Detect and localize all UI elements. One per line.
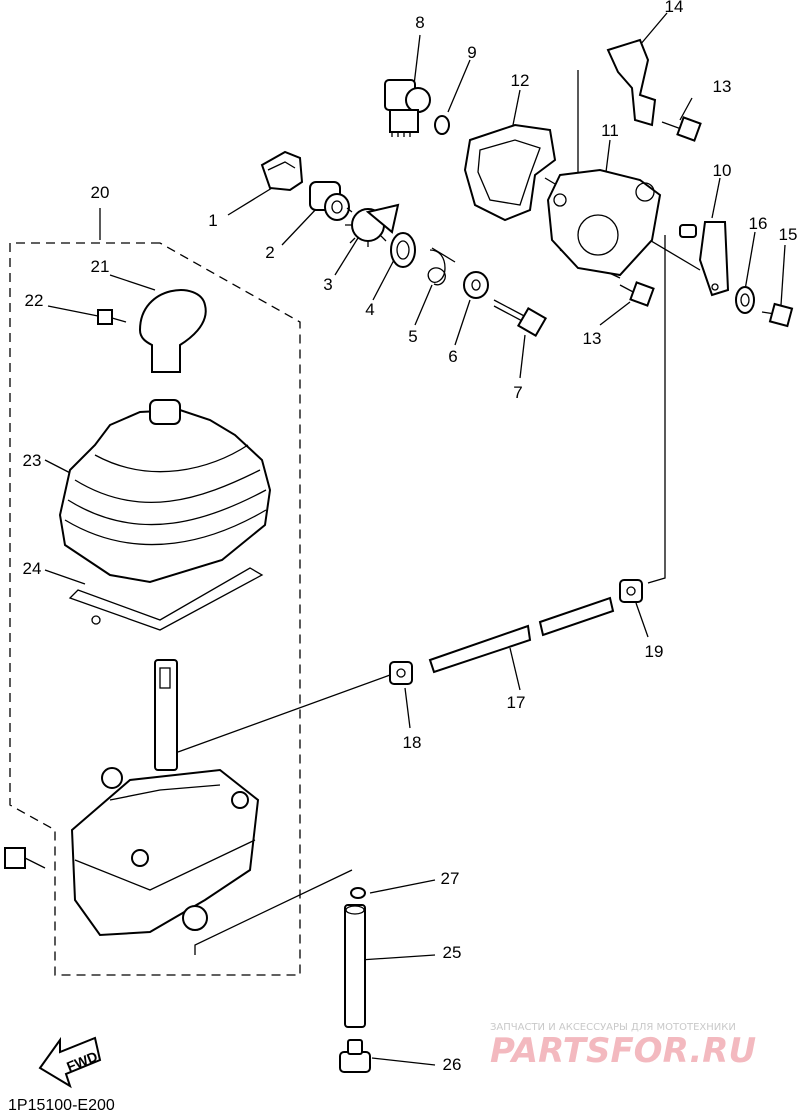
- watermark-logo: PARTSFOR.RU: [490, 1031, 756, 1071]
- callout-26: 26: [443, 1055, 462, 1074]
- callout-20: 20: [91, 183, 110, 202]
- part-24-clip: [68, 567, 264, 631]
- callout-3: 3: [323, 275, 332, 294]
- part-21-knob: [138, 289, 207, 373]
- callout-25: 25: [443, 943, 462, 962]
- callout-11: 11: [601, 121, 619, 140]
- callout-19: 19: [645, 642, 664, 661]
- part-5-washer: [463, 271, 489, 299]
- part-10-link-arm: [679, 221, 730, 297]
- part-27-circlip: [350, 887, 366, 899]
- part-16-washer: [735, 286, 755, 314]
- part-4-spring: [427, 247, 456, 286]
- callout-21: 21: [91, 257, 110, 276]
- callout-12: 12: [511, 71, 530, 90]
- part-shift-housing: [70, 767, 260, 937]
- part-12-gasket: [463, 123, 557, 222]
- callout-8: 8: [415, 13, 424, 32]
- part-25-pin: [344, 904, 366, 1028]
- part-15-bolt: [761, 302, 794, 328]
- part-6-bolt: [493, 299, 548, 338]
- assembly-outline-20: [9, 242, 301, 976]
- part-1-cam: [260, 150, 304, 192]
- callout-9: 9: [467, 43, 476, 62]
- callout-13: 13: [583, 329, 602, 348]
- callout-1: 1: [208, 211, 217, 230]
- callout-24: 24: [23, 559, 42, 578]
- figure-code: 1P15100-E200: [8, 1097, 115, 1114]
- fwd-arrow-icon: FWD: [38, 1036, 102, 1089]
- part-lever-shaft: [154, 659, 178, 771]
- callout-16: 16: [749, 214, 768, 233]
- callout-6: 6: [448, 347, 457, 366]
- callout-10: 10: [713, 161, 732, 180]
- callout-5: 5: [408, 327, 417, 346]
- callout-2: 2: [265, 243, 274, 262]
- watermark: ЗАПЧАСТИ И АКСЕССУАРЫ ДЛЯ МОТОТЕХНИКИ PA…: [490, 1022, 756, 1071]
- part-8-switch: [384, 79, 431, 137]
- part-19-nut: [619, 579, 643, 603]
- callout-13: 13: [713, 77, 732, 96]
- part-13-bolt-lower: [619, 281, 655, 307]
- part-14-bracket: [606, 38, 657, 127]
- callout-22: 22: [25, 291, 44, 310]
- callout-4: 4: [365, 300, 374, 319]
- part-22-screw: [97, 309, 127, 325]
- part-7-gear: [345, 203, 400, 247]
- part-17-shift-rod: [428, 596, 615, 674]
- part-11-cover: [546, 168, 662, 277]
- part-side-bolt: [4, 847, 46, 869]
- callout-17: 17: [507, 693, 526, 712]
- part-23-boot: [58, 399, 272, 584]
- callout-7: 7: [513, 383, 522, 402]
- callout-27: 27: [441, 869, 460, 888]
- callout-15: 15: [779, 225, 798, 244]
- watermark-tagline: ЗАПЧАСТИ И АКСЕССУАРЫ ДЛЯ МОТОТЕХНИКИ: [490, 1022, 736, 1033]
- callout-14: 14: [665, 0, 684, 16]
- part-9-o-ring: [434, 115, 450, 135]
- part-26-plug: [339, 1039, 371, 1073]
- part-2-bushing: [309, 181, 350, 221]
- part-13-bolt-upper: [661, 116, 702, 142]
- callout-23: 23: [23, 451, 42, 470]
- part-18-nut: [389, 661, 413, 685]
- callout-18: 18: [403, 733, 422, 752]
- part-3-washer: [390, 232, 416, 268]
